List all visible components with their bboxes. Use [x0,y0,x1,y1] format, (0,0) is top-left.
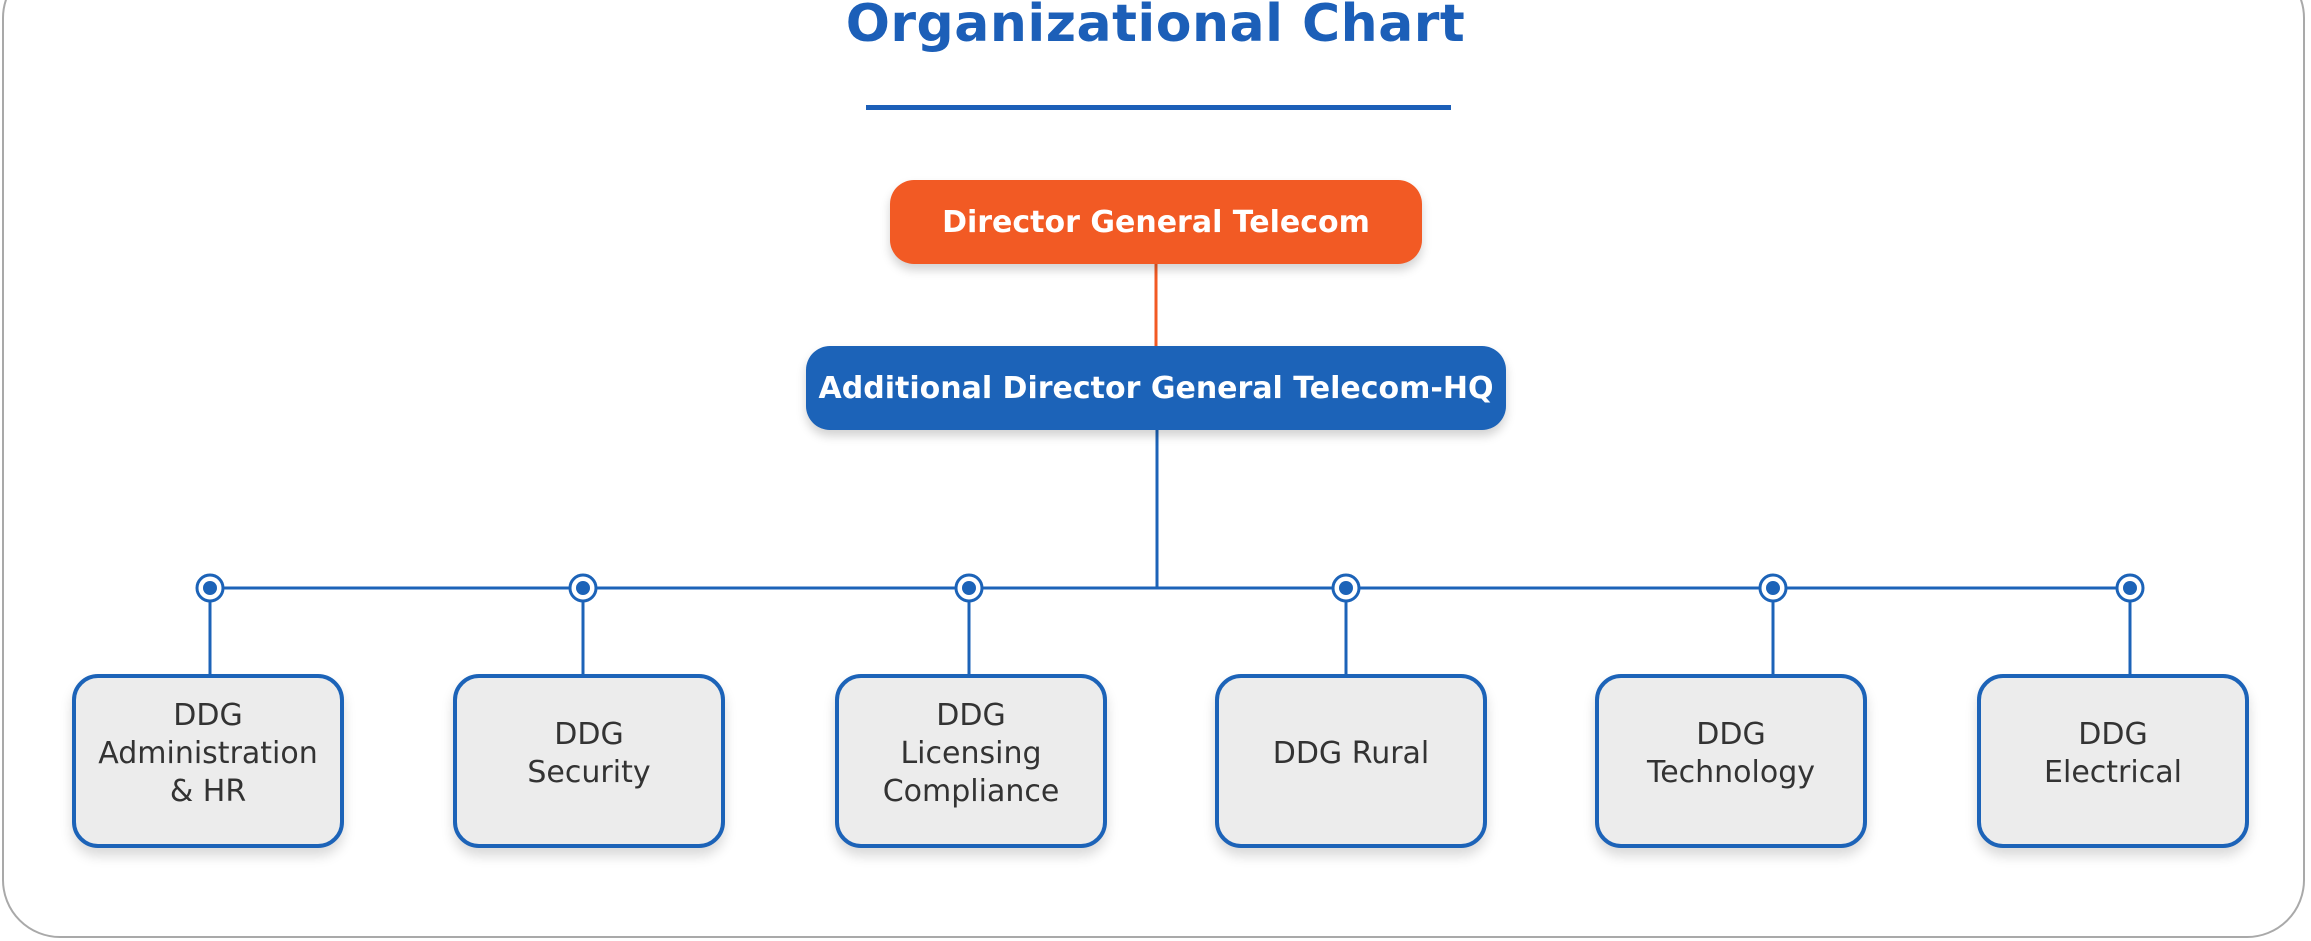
node-label-line: Administration [98,736,318,771]
node-director-general: Director General Telecom [890,180,1422,264]
node-label-line: DDG [936,698,1006,733]
node-ddg-licensing-compliance: DDG Licensing Compliance [835,674,1107,848]
node-label-line: DDG [2078,717,2148,752]
node-label-line: & HR [169,774,247,809]
node-ddg-rural: DDG Rural [1215,674,1487,848]
node-label-line: DDG [1696,717,1766,752]
node-ddg-security: DDG Security [453,674,725,848]
node-ddg-technology: DDG Technology [1595,674,1867,848]
connector-drop-4 [1331,573,1361,674]
node-ddg-electrical: DDG Electrical [1977,674,2249,848]
node-director-general-label: Director General Telecom [942,204,1370,240]
connector-drop-3 [954,573,984,674]
node-label-line: DDG Rural [1272,736,1430,771]
node-label-line: DDG [554,717,624,752]
connector-drop-1 [195,573,225,674]
node-label-line: DDG [173,698,243,733]
node-additional-director-general: Additional Director General Telecom-HQ [806,346,1506,430]
node-additional-director-general-label: Additional Director General Telecom-HQ [818,370,1494,406]
title-underline [866,105,1451,110]
node-ddg-administration-hr: DDG Administration & HR [72,674,344,848]
node-label-line: Technology [1646,755,1816,790]
node-label-line: Licensing [900,736,1042,771]
page-title: Organizational Chart [845,0,1466,54]
connector-drop-6 [2115,573,2145,674]
connector-drop-5 [1758,573,1788,674]
connector-drop-2 [568,573,598,674]
node-label-line: Electrical [2044,755,2182,790]
node-label-line: Compliance [882,774,1060,809]
node-label-line: Security [527,755,651,790]
